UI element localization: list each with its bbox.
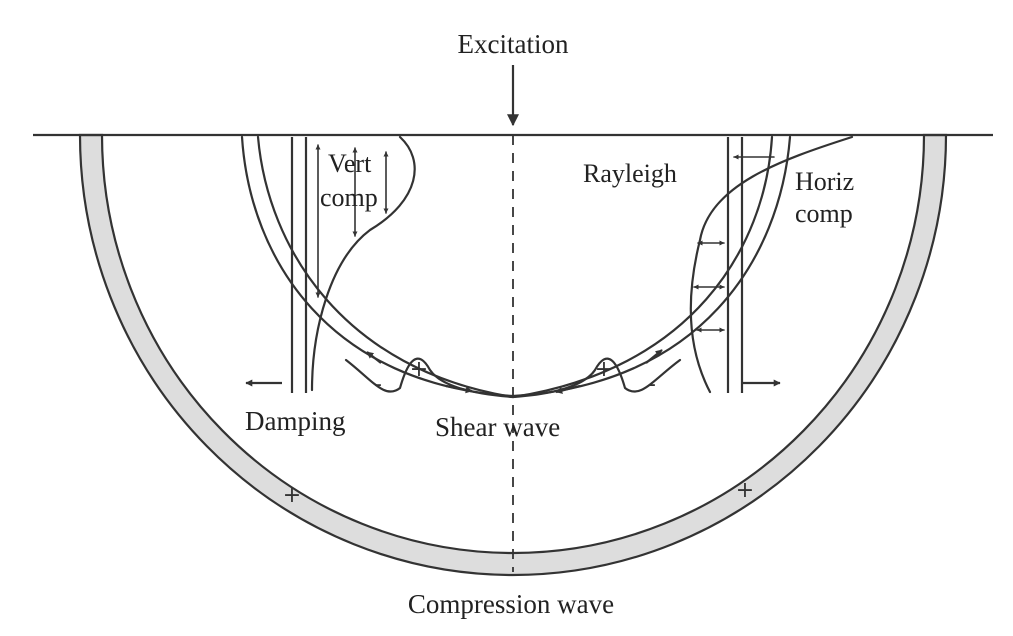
compression-right-plus-sign: + <box>736 478 754 503</box>
compression-left-plus-sign: + <box>283 483 301 508</box>
shear-left-plus-sign: + <box>410 357 428 382</box>
vert-comp-curve <box>310 135 416 392</box>
vert-comp-label-line2: comp <box>320 183 378 212</box>
shear-left-upper-arrow <box>366 351 382 364</box>
shear-wave-right-loop <box>511 357 682 399</box>
compression-wave-label: Compression wave <box>408 589 614 619</box>
shear-right-minus-sign: - <box>648 372 656 397</box>
damping-label: Damping <box>245 406 346 436</box>
shear-left-minus-sign: - <box>374 372 382 397</box>
excitation-label: Excitation <box>458 29 569 59</box>
rayleigh-label: Rayleigh <box>583 159 677 188</box>
horiz-comp-label-line2: comp <box>795 199 853 228</box>
shear-right-lower-arrow <box>555 384 581 394</box>
shear-wave-outer-curve <box>240 135 792 398</box>
horiz-comp-label-line1: Horiz <box>795 167 854 196</box>
shear-right-upper-arrow <box>645 349 663 364</box>
shear-wave-label: Shear wave <box>435 412 560 442</box>
vert-comp-label-line1: Vert <box>328 149 372 178</box>
shear-right-plus-sign: + <box>595 357 613 382</box>
horiz-comp-curve <box>689 135 854 394</box>
shear-left-lower-arrow <box>445 384 473 394</box>
